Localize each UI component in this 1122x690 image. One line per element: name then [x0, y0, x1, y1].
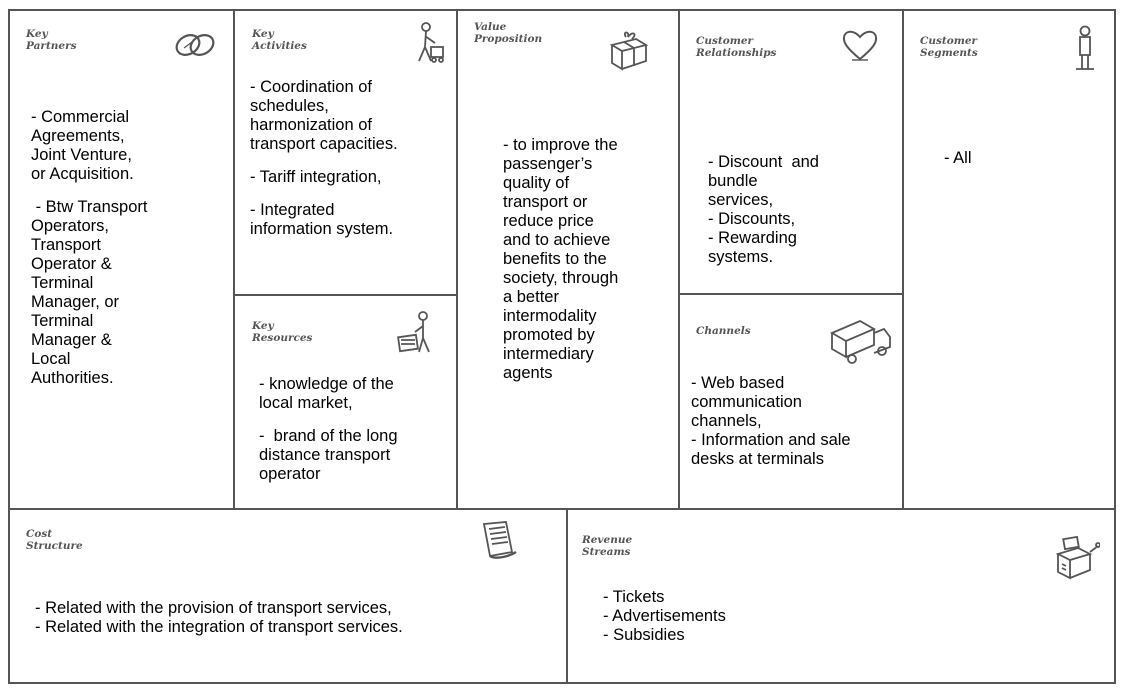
- text-line: Manager, or: [31, 293, 120, 311]
- text-line: - Integrated: [250, 201, 335, 219]
- customer-relationships-text: - Discount and bundle services, - Discou…: [708, 153, 819, 267]
- text-line: Joint Venture,: [31, 146, 132, 164]
- text-line: Agreements,: [31, 127, 125, 145]
- text-line: - brand of the long: [259, 427, 398, 445]
- text-line: and to achieve: [503, 231, 611, 249]
- gift-box-icon: [606, 29, 652, 73]
- text-line: information system.: [250, 220, 394, 238]
- text-line: - Information and sale: [691, 431, 851, 449]
- text-line: - to improve the: [503, 136, 618, 154]
- text-line: quality of: [503, 174, 570, 192]
- text-line: schedules,: [250, 97, 329, 115]
- text-line: Local: [31, 350, 71, 368]
- text-line: intermodality: [503, 307, 597, 325]
- text-line: society, through: [503, 269, 619, 287]
- text-line: Authorities.: [31, 369, 114, 387]
- revenue-streams-block: Revenue Streams - Tickets - Advertisemen…: [566, 508, 1116, 684]
- text-line: Terminal: [31, 274, 94, 292]
- customer-relationships-heading: Customer Relationships: [696, 35, 777, 59]
- cost-structure-block: Cost Structure - Related with the provis…: [8, 508, 568, 684]
- text-line: - knowledge of the: [259, 375, 394, 393]
- standing-person-icon: [1070, 25, 1100, 73]
- text-line: - Tariff integration,: [250, 168, 382, 186]
- text-line: communication: [691, 393, 802, 411]
- text-line: transport capacities.: [250, 135, 398, 153]
- heart-icon: [840, 27, 880, 63]
- text-line: systems.: [708, 248, 774, 266]
- customer-segments-heading: Customer Segments: [920, 35, 978, 59]
- key-partners-heading: Key Partners: [26, 28, 77, 52]
- text-line: Terminal: [31, 312, 94, 330]
- key-activities-heading: Key Activities: [252, 28, 307, 52]
- value-proposition-block: Value Proposition - to improve the passe…: [456, 9, 680, 510]
- revenue-streams-text: - Tickets - Advertisements - Subsidies: [603, 588, 726, 645]
- text-line: intermediary: [503, 345, 594, 363]
- text-line: transport or: [503, 193, 588, 211]
- person-with-cart-icon: [413, 21, 447, 65]
- key-resources-text: - knowledge of the local market, - brand…: [259, 375, 398, 484]
- text-line: harmonization of: [250, 116, 372, 134]
- text-line: - Rewarding: [708, 229, 797, 247]
- text-line: a better: [503, 288, 559, 306]
- text-line: or Acquisition.: [31, 165, 134, 183]
- key-partners-block: Key Partners - Commercial Agreements, Jo…: [8, 9, 235, 510]
- text-line: - Web based: [691, 374, 785, 392]
- value-proposition-text: - to improve the passenger’s quality of …: [503, 136, 618, 383]
- text-line: - Discount and: [708, 153, 819, 171]
- delivery-truck-icon: [828, 315, 894, 367]
- customer-segments-text: - All: [944, 149, 972, 168]
- text-line: bundle: [708, 172, 758, 190]
- cost-structure-text: - Related with the provision of transpor…: [35, 599, 403, 637]
- key-partners-text: - Commercial Agreements, Joint Venture, …: [31, 108, 147, 388]
- text-line: local market,: [259, 394, 353, 412]
- channels-block: Channels - Web based communication chann…: [678, 293, 904, 510]
- text-line: services,: [708, 191, 774, 209]
- customer-segments-block: Customer Segments - All: [902, 9, 1116, 510]
- text-line: Operator &: [31, 255, 112, 273]
- customer-relationships-block: Customer Relationships - Discount and bu…: [678, 9, 904, 295]
- text-line: - Btw Transport: [31, 198, 148, 216]
- key-resources-block: Key Resources - knowledge of the local m…: [233, 294, 458, 510]
- receipt-icon: [476, 518, 520, 560]
- channels-heading: Channels: [696, 325, 751, 337]
- value-proposition-heading: Value Proposition: [474, 21, 543, 45]
- key-activities-text: - Coordination of schedules, harmonizati…: [250, 78, 398, 239]
- text-line: operator: [259, 465, 321, 483]
- worker-with-crate-icon: [395, 310, 443, 356]
- text-line: - Tickets: [603, 588, 665, 606]
- text-line: - Coordination of: [250, 78, 372, 96]
- text-line: - All: [944, 149, 972, 167]
- channels-text: - Web based communication channels, - In…: [691, 374, 851, 469]
- key-resources-heading: Key Resources: [252, 320, 313, 344]
- text-line: agents: [503, 364, 553, 382]
- text-line: channels,: [691, 412, 762, 430]
- text-line: Operators,: [31, 217, 109, 235]
- revenue-streams-heading: Revenue Streams: [582, 534, 633, 558]
- text-line: benefits to the: [503, 250, 607, 268]
- cost-structure-heading: Cost Structure: [26, 528, 83, 552]
- key-activities-block: Key Activities - Coordination of schedul…: [233, 9, 458, 296]
- text-line: Transport: [31, 236, 101, 254]
- text-line: - Discounts,: [708, 210, 796, 228]
- text-line: desks at terminals: [691, 450, 824, 468]
- chain-links-icon: [170, 25, 220, 65]
- text-line: - Related with the integration of transp…: [35, 618, 403, 636]
- cash-register-icon: [1052, 534, 1100, 582]
- text-line: Manager &: [31, 331, 112, 349]
- text-line: reduce price: [503, 212, 594, 230]
- text-line: promoted by: [503, 326, 595, 344]
- text-line: - Advertisements: [603, 607, 726, 625]
- text-line: - Commercial: [31, 108, 130, 126]
- text-line: - Related with the provision of transpor…: [35, 599, 392, 617]
- text-line: distance transport: [259, 446, 391, 464]
- text-line: passenger’s: [503, 155, 593, 173]
- text-line: - Subsidies: [603, 626, 685, 644]
